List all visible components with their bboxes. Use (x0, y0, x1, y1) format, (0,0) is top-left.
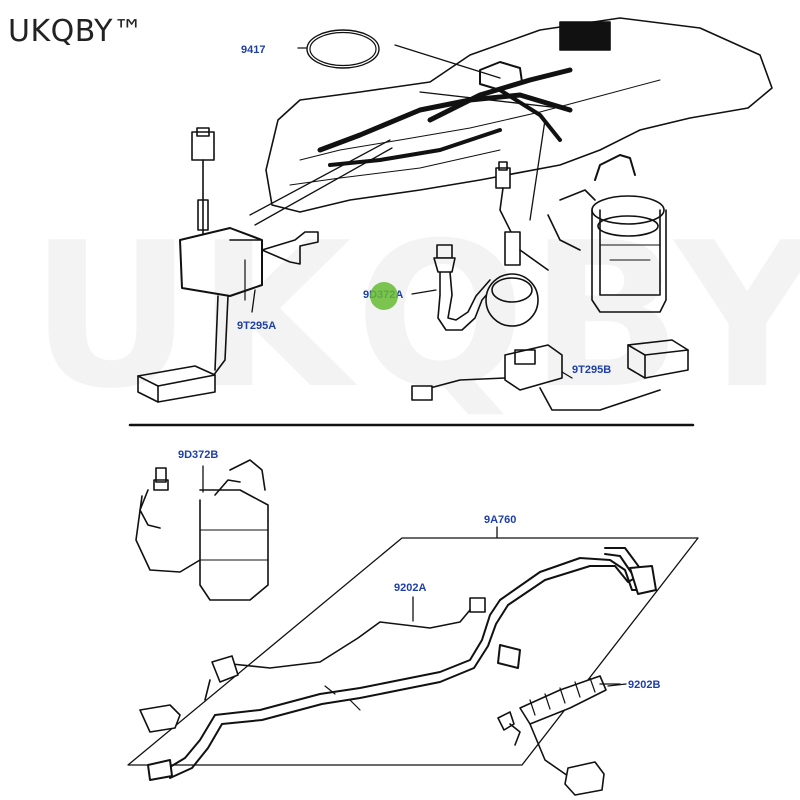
callout-9417: 9417 (241, 44, 266, 56)
callout-9202A: 9202A (394, 582, 427, 594)
sender-unit-9T295B (411, 339, 689, 411)
kit-outline-9A760 (127, 526, 699, 766)
callout-9D372B: 9D372B (178, 449, 219, 461)
fuel-tube-assembly (147, 547, 657, 781)
cursor-highlight (370, 282, 398, 310)
pump-module (547, 154, 667, 313)
sender-unit-9202B (497, 675, 621, 796)
leader-lines-top (249, 44, 561, 226)
brand-logo: UKQBY™ (8, 14, 144, 49)
callout-9T295B: 9T295B (572, 364, 612, 376)
fuel-pump-9D372B (135, 459, 269, 601)
callout-9T295A: 9T295A (237, 320, 277, 332)
harness-9202A (139, 597, 486, 733)
callout-9A760: 9A760 (484, 514, 517, 526)
sender-unit-9T295A (137, 127, 319, 403)
callout-9202B: 9202B (628, 679, 661, 691)
ring-seal-9417 (306, 29, 380, 69)
fuel-pump-9D372A (433, 161, 549, 331)
leader-lines-labels (202, 289, 627, 687)
fuel-tank (265, 17, 773, 213)
